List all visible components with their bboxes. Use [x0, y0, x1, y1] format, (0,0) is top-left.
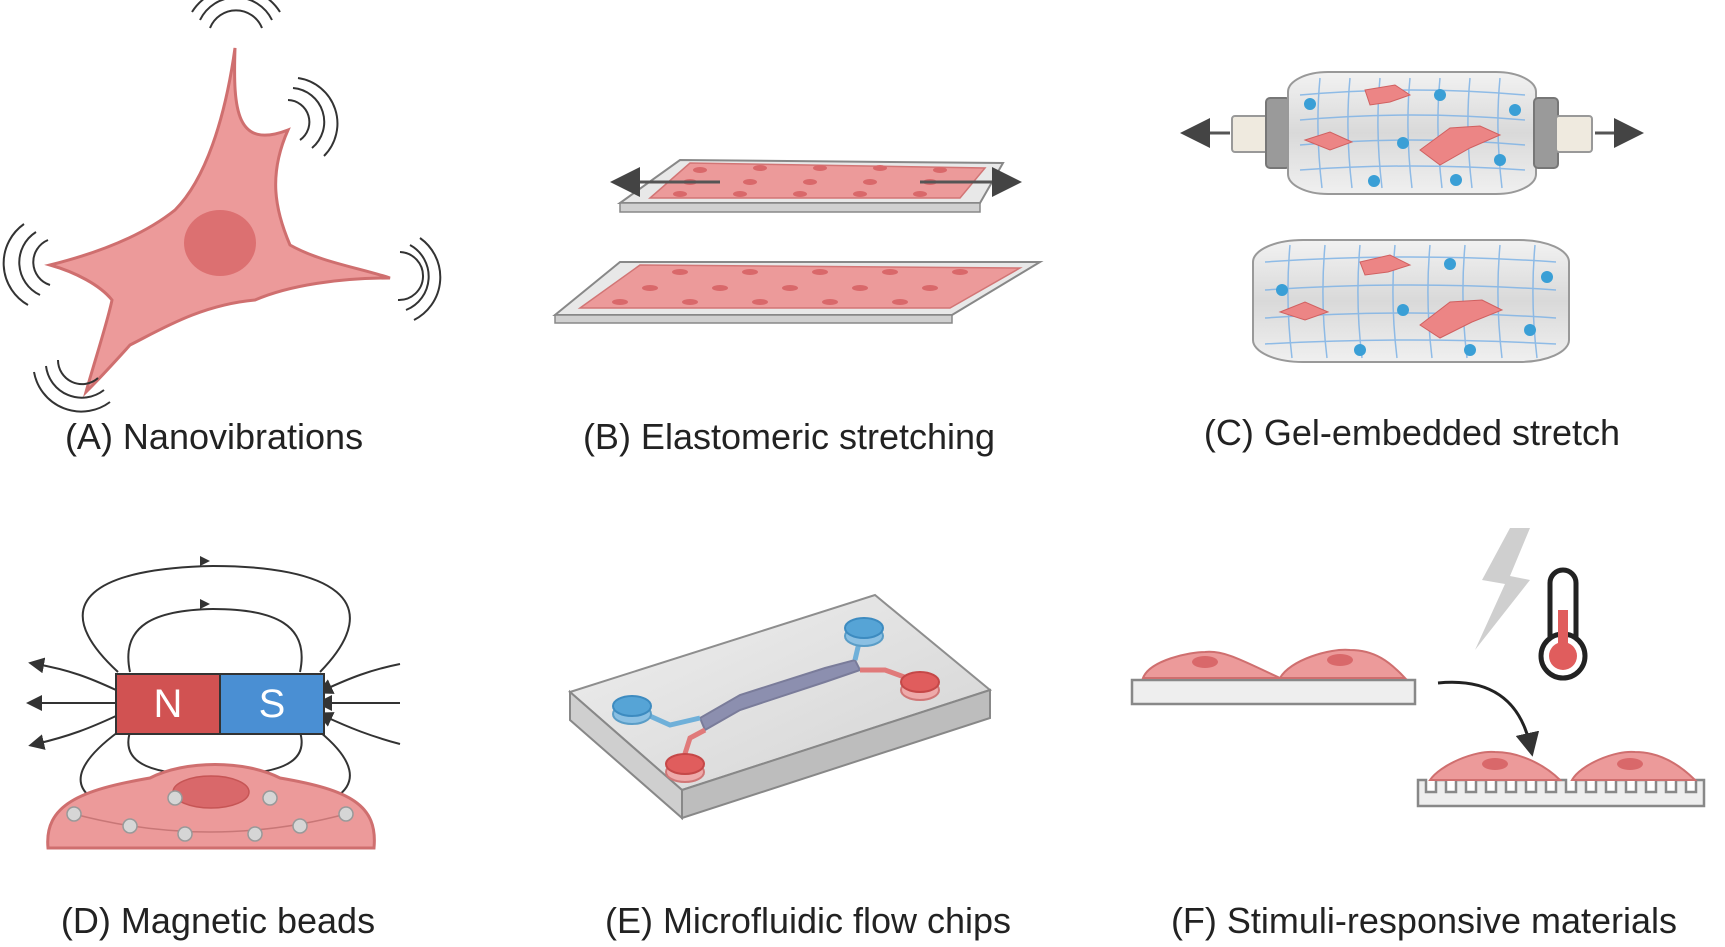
magnet-north-label: N: [154, 682, 183, 726]
panel-e-illustration: [568, 593, 993, 821]
lightning-bolt-icon: [1475, 528, 1530, 650]
chip-side: [681, 688, 991, 820]
curved-arrow-icon: [1437, 680, 1540, 757]
vibration-wave-icon: [287, 77, 339, 157]
elastomer-sheet-edge: [554, 314, 953, 324]
panel-e-label: (E) Microfluidic flow chips: [604, 900, 1012, 941]
thermometer-icon: [1538, 567, 1588, 681]
panel-c-label: (C) Gel-embedded stretch: [1203, 412, 1621, 453]
panel-a-illustration: [2, 0, 442, 413]
red-reservoir: [665, 671, 940, 783]
elastomer-sheet-edge: [619, 202, 981, 213]
cell-nucleus: [1327, 654, 1353, 666]
magnet-south: [219, 673, 325, 735]
bead-chain: [73, 813, 347, 833]
magnetic-beads: [66, 790, 354, 842]
arrow-icon: [200, 599, 210, 609]
gel-body: [1252, 239, 1570, 363]
substrate-flat: [1130, 678, 1417, 706]
panel-b-label: (B) Elastomeric stretching: [582, 416, 996, 457]
cell-nuclei: [612, 269, 968, 305]
panel-b-illustration: [552, 158, 1044, 324]
cell-nucleus: [172, 775, 250, 809]
blue-reservoir: [612, 617, 884, 725]
clamp-right: [1555, 115, 1593, 153]
embedded-cells: [1303, 84, 1502, 166]
substrate-patterned: [1416, 778, 1706, 808]
panel-f-label: (F) Stimuli-responsive materials: [1170, 900, 1678, 941]
vibration-wave-icon: [2, 223, 51, 306]
clamp-right-holder: [1533, 97, 1559, 169]
cell-nucleus: [1482, 758, 1508, 770]
panel-d-label: (D) Magnetic beads: [60, 900, 376, 941]
panel-f-illustration: [1130, 528, 1706, 808]
clamp-left: [1231, 115, 1269, 153]
arrow-icon: [200, 556, 210, 566]
clamp-left-holder: [1265, 97, 1291, 169]
vibration-wave-icon: [33, 359, 111, 413]
blue-beads: [1276, 258, 1553, 356]
embedded-cells: [1278, 254, 1504, 339]
blue-beads: [1304, 89, 1521, 187]
cell-monolayer: [577, 264, 1023, 309]
panel-d-illustration: N S: [26, 556, 401, 850]
vibration-wave-icon: [397, 237, 442, 321]
cell-nuclei: [673, 165, 947, 197]
magnet-south-label: S: [259, 682, 286, 726]
cell-nucleus: [1617, 758, 1643, 770]
panel-c-illustration: [1180, 71, 1644, 363]
vibration-wave-icon: [191, 0, 281, 29]
cell-monolayer: [648, 162, 987, 199]
magnet-north: [115, 673, 221, 735]
panel-a-label: (A) Nanovibrations: [64, 416, 364, 457]
cell-nucleus: [184, 210, 256, 276]
cell-nucleus: [1192, 656, 1218, 668]
